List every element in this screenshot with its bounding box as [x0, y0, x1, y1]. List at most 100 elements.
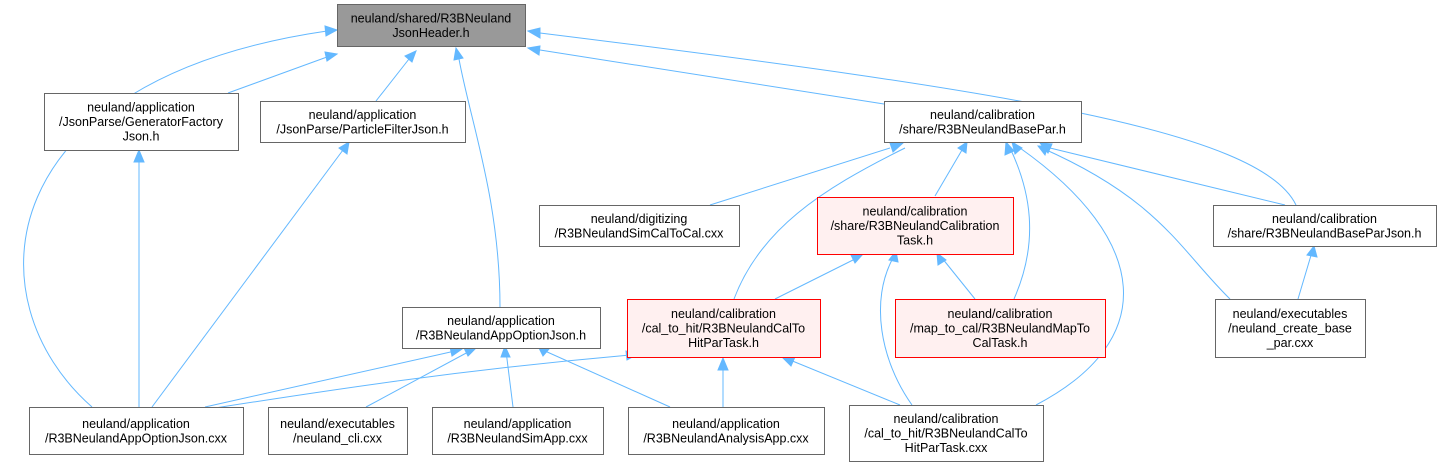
node-box [627, 299, 821, 358]
node-box [260, 101, 466, 143]
node-box [884, 101, 1082, 143]
arrowhead-root-left-2 [324, 25, 339, 37]
node-label-line: /neuland_cli.cxx [293, 431, 383, 445]
node-box [895, 299, 1106, 358]
arrowhead-base-par-3 [1004, 140, 1015, 156]
edge-base-par-to-root [539, 49, 885, 105]
arrowhead-generator-factory [133, 148, 145, 163]
edge-cal-to-hit-cxx-to-cal-to-hit-h [789, 359, 901, 406]
edge-analysis-app-to-app-option-json-h [544, 350, 671, 408]
node-label-line: /share/R3BNeulandCalibration [831, 219, 1000, 233]
edge-app-option-json-h-to-root [458, 58, 501, 308]
edge-map-to-cal-h-to-calibration-task [941, 257, 976, 300]
node-label-line: Json.h [123, 130, 160, 144]
node-generator-factory-json[interactable]: neuland/application/JsonParse/GeneratorF… [44, 93, 239, 151]
node-label-line: HitParTask.h [688, 336, 759, 350]
node-particle-filter-json[interactable]: neuland/application/JsonParse/ParticleFi… [260, 101, 466, 143]
node-box [337, 4, 526, 47]
node-label-line: /JsonParse/GeneratorFactory [59, 115, 224, 129]
node-map-to-cal-task-h[interactable]: neuland/calibration/map_to_cal/R3BNeulan… [895, 299, 1106, 358]
node-sim-app[interactable]: neuland/application/R3BNeulandSimApp.cxx [432, 407, 604, 455]
node-label-line: _par.cxx [1266, 336, 1314, 350]
edge-particle-filter-to-root [375, 58, 410, 102]
node-label-line: /share/R3BNeulandBaseParJson.h [1228, 226, 1422, 240]
arrowhead-root-right-1 [526, 45, 541, 56]
arrowhead-base-par-json [1306, 244, 1318, 258]
node-box [29, 407, 244, 455]
arrowhead-particle-filter [338, 141, 350, 155]
node-label-line: neuland/application [309, 108, 417, 122]
node-base-par-json[interactable]: neuland/calibration/share/R3BNeulandBase… [1213, 205, 1437, 247]
edge-base-par-json-to-base-par [1049, 147, 1286, 206]
node-label-line: neuland/application [672, 417, 780, 431]
node-label-line: /cal_to_hit/R3BNeulandCalTo [642, 322, 805, 336]
edge-cal-to-hit-h-to-base-par [733, 147, 906, 300]
node-label-line: neuland/calibration [863, 205, 968, 219]
node-label-line: neuland/calibration [948, 307, 1053, 321]
node-cal-to-hit-par-task-h[interactable]: neuland/calibration/cal_to_hit/R3BNeulan… [627, 299, 821, 358]
node-label-line: neuland/calibration [930, 108, 1035, 122]
edge-app-option-json-cxx-to-particle-filter [151, 149, 344, 408]
node-label-line: JsonHeader.h [392, 26, 469, 40]
node-box [268, 407, 408, 455]
edge-app-option-json-cxx-to-cal-to-hit-h [214, 354, 631, 409]
edge-cal-to-hit-h-to-calibration-task [774, 257, 858, 300]
node-label-line: /cal_to_hit/R3BNeulandCalTo [864, 427, 1027, 441]
node-analysis-app[interactable]: neuland/application/R3BNeulandAnalysisAp… [628, 407, 825, 455]
edge-create-base-par-to-base-par-json [1297, 251, 1313, 300]
edge-cal-to-hit-cxx-to-base-par [1019, 147, 1124, 406]
edge-app-option-json-cxx-to-root [23, 30, 328, 408]
arrowhead-base-par-6 [1036, 145, 1049, 157]
node-cal-to-hit-par-task-cxx[interactable]: neuland/calibration/cal_to_hit/R3BNeulan… [849, 405, 1044, 462]
node-box [1215, 299, 1366, 358]
node-label-line: /R3BNeulandSimCalToCal.cxx [555, 226, 725, 240]
node-create-base-par[interactable]: neuland/executables/neuland_create_base_… [1215, 299, 1366, 358]
node-sim-cal-to-cal[interactable]: neuland/digitizing/R3BNeulandSimCalToCal… [539, 205, 740, 247]
node-box [44, 93, 239, 151]
arrowhead-root-right-2 [526, 27, 541, 39]
arrowhead-base-par-2 [957, 141, 968, 154]
node-label-line: neuland/calibration [1272, 212, 1377, 226]
node-label-line: /R3BNeulandAnalysisApp.cxx [643, 431, 809, 445]
node-app-option-json-cxx[interactable]: neuland/application/R3BNeulandAppOptionJ… [29, 407, 244, 455]
node-box [849, 405, 1044, 462]
edge-create-base-par-to-base-par [1041, 147, 1231, 300]
edge-sim-cal-to-cal-to-base-par [709, 147, 891, 206]
arrowhead-cal-to-hit-h-2 [717, 356, 729, 371]
node-base-par[interactable]: neuland/calibration/share/R3BNeulandBase… [884, 101, 1082, 143]
node-neuland-cli[interactable]: neuland/executables/neuland_cli.cxx [268, 407, 408, 455]
node-box [432, 407, 604, 455]
node-calibration-task[interactable]: neuland/calibration/share/R3BNeulandCali… [817, 197, 1014, 255]
node-label-line: /R3BNeulandSimApp.cxx [447, 431, 588, 445]
node-label-line: neuland/calibration [894, 412, 999, 426]
arrowhead-cal-to-hit-h-3 [781, 356, 796, 367]
node-label-line: neuland/executables [280, 417, 395, 431]
node-box [402, 307, 601, 349]
edge-generator-factory-to-root [227, 56, 328, 94]
node-label-line: CalTask.h [973, 336, 1028, 350]
node-label-line: /R3BNeulandAppOptionJson.h [416, 328, 586, 342]
node-label-line: /R3BNeulandAppOptionJson.cxx [45, 431, 228, 445]
node-box [628, 407, 825, 455]
arrowhead-root-mid-2 [453, 46, 464, 61]
edge-app-option-json-cxx-to-app-option-json-h [204, 350, 456, 408]
node-app-option-json-h[interactable]: neuland/application/R3BNeulandAppOptionJ… [402, 307, 601, 349]
node-label-line: neuland/executables [1233, 307, 1348, 321]
arrowhead-app-option-json-h-3 [500, 344, 511, 358]
node-label-line: HitParTask.cxx [905, 441, 988, 455]
arrowhead-base-par-1 [889, 142, 905, 153]
node-label-line: neuland/calibration [671, 307, 776, 321]
arrowhead-root-mid [404, 50, 417, 63]
node-label-line: /neuland_create_base [1228, 322, 1352, 336]
node-label-line: neuland/application [447, 314, 555, 328]
edge-cal-to-hit-cxx-to-calibration-task [879, 257, 913, 406]
arrowhead-base-par-4 [1011, 140, 1023, 155]
node-label-line: /map_to_cal/R3BNeulandMapTo [910, 322, 1090, 336]
edge-map-to-cal-h-to-base-par [1009, 147, 1031, 300]
node-label-line: neuland/digitizing [591, 212, 688, 226]
node-label-line: neuland/application [87, 101, 195, 115]
arrowhead-calibration-task-2 [936, 251, 947, 266]
